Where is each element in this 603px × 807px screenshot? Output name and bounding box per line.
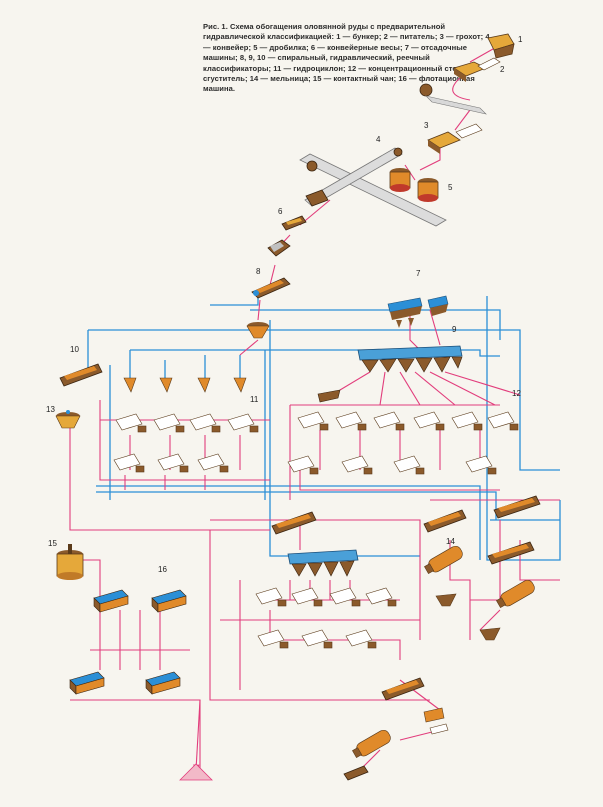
label-3: 3 [424,121,429,130]
lower-hydraulic-classifier [287,549,359,577]
label-9: 9 [452,325,457,334]
number-labels: 1 2 3 4 5 6 7 8 9 10 11 12 13 14 15 16 [46,35,523,574]
small-hoppers [423,593,501,735]
concentration-tables [113,411,519,649]
jig-machines [387,295,449,328]
hydrocyclone-top [246,322,270,339]
bunker-unit [487,33,515,59]
ball-mills [352,545,535,759]
label-11: 11 [250,395,259,404]
label-14: 14 [446,537,455,546]
conveyor-unit [299,147,447,227]
label-12: 12 [512,389,521,398]
label-8: 8 [256,267,261,276]
lower-classifiers [271,495,541,781]
label-6: 6 [278,207,283,216]
label-13: 13 [46,405,55,414]
label-7: 7 [416,269,421,278]
rake-classifier [59,363,103,387]
pulp-lines [69,44,560,772]
label-5: 5 [448,183,453,192]
tailings-pile [179,763,213,781]
small-classifier [317,389,341,403]
belt-scale-unit [267,215,307,257]
label-10: 10 [70,345,79,354]
label-15: 15 [48,539,57,548]
label-4: 4 [376,135,381,144]
hydraulic-classifier [357,345,463,373]
crusher-unit [389,168,439,202]
label-2: 2 [500,65,505,74]
screen-unit [427,123,483,154]
thickener [55,410,81,429]
figure-caption: Рис. 1. Схема обогащения оловянной руды … [203,22,490,94]
label-1: 1 [518,35,523,44]
flotation-machines [69,589,187,695]
feeder-unit [419,57,501,115]
hydrocyclones [123,377,247,393]
contact-vat [56,544,84,580]
label-16: 16 [158,565,167,574]
spiral-classifier [251,277,291,299]
